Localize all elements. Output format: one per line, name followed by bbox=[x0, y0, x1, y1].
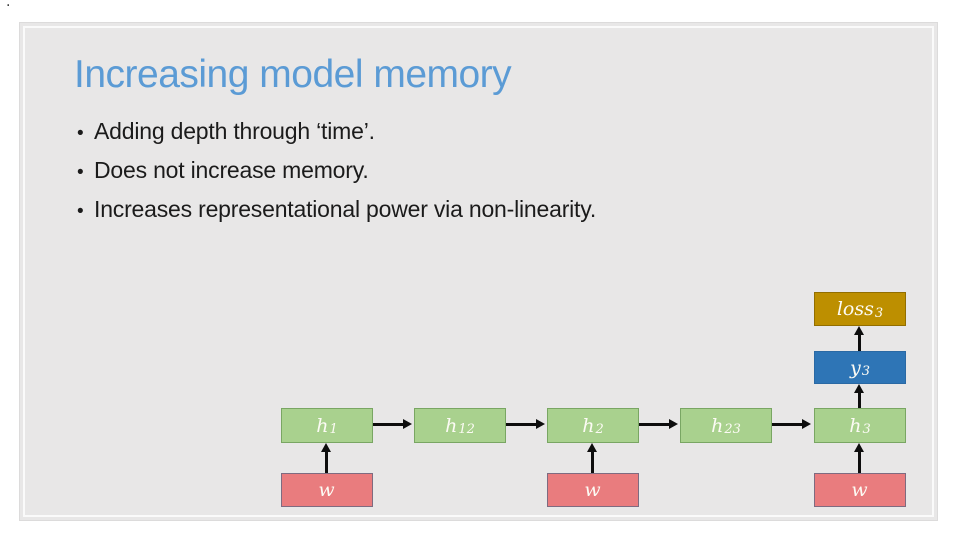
bullet-text: Increases representational power via non… bbox=[94, 196, 597, 222]
arrow-y3-loss3 bbox=[854, 326, 864, 351]
arrow-w3-h3 bbox=[854, 443, 864, 473]
node-label-subscript: 3 bbox=[862, 422, 871, 437]
slide-canvas: Increasing model memory • Adding depth t… bbox=[19, 22, 938, 521]
bullet-item: • Does not increase memory. bbox=[77, 157, 596, 196]
node-label: h bbox=[849, 414, 862, 437]
node-label-subscript: 12 bbox=[458, 422, 475, 437]
arrow-h1-h12 bbox=[373, 419, 412, 429]
bullet-marker: • bbox=[77, 201, 84, 222]
arrow-w2-h2 bbox=[587, 443, 597, 473]
node-label: h bbox=[582, 414, 595, 437]
node-w-2: w bbox=[547, 473, 639, 507]
node-label: w bbox=[851, 479, 868, 501]
node-label: h bbox=[711, 414, 724, 437]
node-label: y bbox=[849, 356, 861, 379]
bullet-text: Adding depth through ‘time’. bbox=[94, 118, 375, 144]
bullet-item: • Increases representational power via n… bbox=[77, 196, 596, 235]
bullet-marker: • bbox=[77, 123, 84, 144]
node-label-subscript: 2 bbox=[595, 422, 604, 437]
node-label: w bbox=[318, 479, 335, 501]
arrow-h12-h2 bbox=[506, 419, 545, 429]
arrow-w1-h1 bbox=[321, 443, 331, 473]
node-label-subscript: 1 bbox=[329, 422, 338, 437]
node-label: h bbox=[316, 414, 329, 437]
arrow-h3-y3 bbox=[854, 384, 864, 408]
bullet-text: Does not increase memory. bbox=[94, 157, 369, 183]
node-label-subscript: 3 bbox=[874, 305, 884, 321]
node-w-3: w bbox=[814, 473, 906, 507]
arrow-h2-h23 bbox=[639, 419, 678, 429]
node-label-subscript: 3 bbox=[861, 364, 870, 379]
node-label: w bbox=[584, 479, 601, 501]
arrow-h23-h3 bbox=[772, 419, 811, 429]
page-corner-mark: . bbox=[6, 0, 11, 10]
node-w-1: w bbox=[281, 473, 373, 507]
bullet-marker: • bbox=[77, 162, 84, 183]
bullet-item: • Adding depth through ‘time’. bbox=[77, 118, 596, 157]
node-label: loss bbox=[836, 298, 874, 320]
node-label: h bbox=[445, 414, 458, 437]
slide-title: Increasing model memory bbox=[74, 53, 512, 96]
node-label-subscript: 23 bbox=[724, 422, 741, 437]
bullet-list: • Adding depth through ‘time’. • Does no… bbox=[77, 118, 596, 235]
